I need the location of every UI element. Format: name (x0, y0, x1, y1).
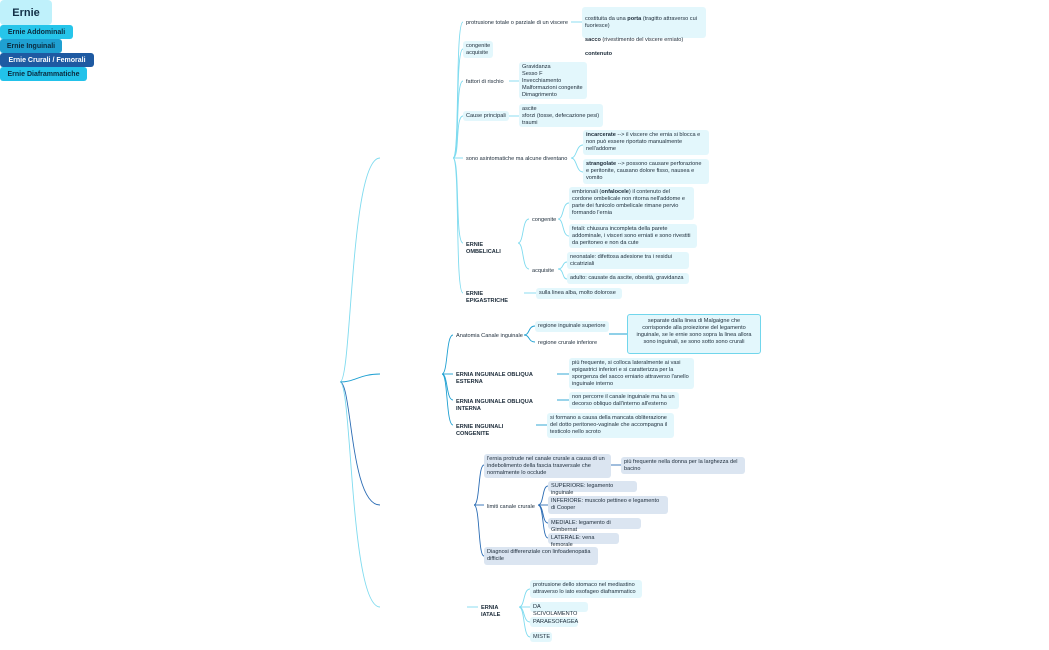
node-regione-inferiore[interactable]: regione crurale inferiore (538, 340, 598, 346)
branch-ernie-addominali[interactable]: Ernie Addominali (0, 25, 73, 39)
node-interna-text[interactable]: non percorre il canale inguinale ma ha u… (569, 392, 679, 409)
node-ernie-epigastriche[interactable]: ERNIE EPIGASTRICHE (466, 291, 508, 304)
node-limite-inferiore[interactable]: INFERIORE: muscolo pettineo e legamento … (548, 496, 668, 514)
node-limiti-canale[interactable]: limiti canale crurale (487, 504, 535, 510)
node-congenite-acquisite[interactable]: congenite acquisite (463, 41, 493, 58)
branch-ernie-crurali[interactable]: Ernie Crurali / Femorali (0, 53, 94, 67)
node-cause-principali[interactable]: Cause principali (463, 111, 509, 121)
node-anatomia-canale[interactable]: Anatomia Canale inguinale (456, 333, 523, 339)
node-ombelicali-acquisite[interactable]: acquisite (532, 268, 555, 274)
node-iatale-protrusione[interactable]: protrusione dello stomaco nel mediastino… (530, 580, 642, 598)
node-obliqua-esterna[interactable]: ERNIA INGUINALE OBLIQUA ESTERNA (456, 372, 533, 385)
node-strangolate[interactable]: strangolate --> possono causare perforaz… (583, 159, 709, 184)
root-node[interactable]: Ernie (0, 0, 52, 25)
node-inguinali-congenite[interactable]: ERNIE INGUINALI CONGENITE (456, 424, 504, 437)
node-protrusione[interactable]: protrusione totale o parziale di un visc… (466, 20, 568, 26)
node-ernia-iatale[interactable]: ERNIA IATALE (481, 605, 501, 618)
node-ernie-ombelicali[interactable]: ERNIE OMBELICALI (466, 242, 501, 255)
node-obliqua-interna[interactable]: ERNIA INGUINALE OBLIQUA INTERNA (456, 399, 533, 412)
node-adulto[interactable]: adulto: causate da ascite, obesità, grav… (567, 273, 689, 284)
node-malgaigne[interactable]: separate dalla linea di Malgaigne che co… (627, 314, 761, 354)
node-incarcerate[interactable]: incarcerate --> il viscere che ernia si … (583, 130, 709, 155)
branch-ernie-inguinali[interactable]: Ernie Inguinali (0, 39, 62, 53)
node-miste[interactable]: MISTE (530, 632, 552, 642)
node-limite-superiore[interactable]: SUPERIORE: legamento inguinale (548, 481, 637, 496)
node-asintomatiche[interactable]: sono asintomatiche ma alcune diventano (466, 156, 568, 162)
node-donna[interactable]: più frequente nella donna per la larghez… (621, 457, 745, 474)
node-limite-laterale[interactable]: LATERALE: vena femorale (548, 533, 619, 548)
node-scivolamento[interactable]: DA SCIVOLAMENTO (530, 602, 588, 617)
node-paraesofagea[interactable]: PARAESOFAGEA (530, 617, 578, 627)
node-ombelicali-congenite[interactable]: congenite (532, 217, 557, 223)
node-limite-mediale[interactable]: MEDIALE: legamento di Gimbernat (548, 518, 641, 533)
node-congenite-text[interactable]: si formano a causa della mancata obliter… (547, 413, 674, 438)
node-fattori-rischio[interactable]: fattori di rischio (466, 79, 504, 85)
branch-ernie-diaframmatiche[interactable]: Ernie Diaframmatiche (0, 67, 87, 81)
node-cause-list[interactable]: ascite sforzi (tosse, defecazione pesi) … (519, 104, 603, 127)
node-fattori-list[interactable]: Gravidanza Sesso F Invecchiamento Malfor… (519, 62, 587, 99)
node-costituzione[interactable]: costituita da una porta (tragitto attrav… (582, 7, 706, 57)
node-linea-alba[interactable]: sulla linea alba, molto dolorose (536, 288, 622, 299)
node-diagnosi[interactable]: Diagnosi differenziale con linfoadenopat… (484, 547, 598, 565)
node-esterna-text[interactable]: più frequente, si colloca lateralmente a… (569, 358, 694, 389)
node-neonatale[interactable]: neonatale: difettosa adesione tra i resi… (567, 252, 689, 269)
node-regione-superiore[interactable]: regione inguinale superiore (535, 321, 609, 332)
node-protrude[interactable]: l'ernia protrude nel canale crurale a ca… (484, 454, 611, 478)
node-embrionali[interactable]: embrionali (onfalocele) il contenuto del… (569, 187, 694, 220)
node-fetali[interactable]: fetali: chiusura incompleta della parete… (569, 224, 697, 248)
